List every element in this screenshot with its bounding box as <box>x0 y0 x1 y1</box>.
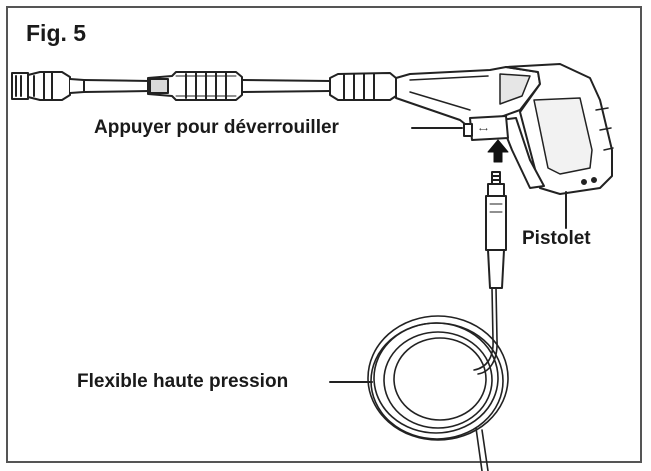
unlock-arrow-icon <box>487 139 509 163</box>
hose-fitting <box>485 171 507 289</box>
callout-unlock: Appuyer pour déverrouiller <box>94 117 339 138</box>
lance-tube-rear <box>241 79 331 93</box>
spray-gun: ⟷ <box>395 63 614 195</box>
gun-trigger <box>499 117 545 189</box>
lance-nozzle <box>11 71 85 101</box>
lance-rear-collar <box>329 72 397 101</box>
spray-lance <box>11 71 397 101</box>
unlock-latch: ⟷ <box>463 115 509 141</box>
lance-coupling <box>147 71 243 101</box>
callout-gun: Pistolet <box>522 228 591 249</box>
figure-title: Fig. 5 <box>26 20 87 46</box>
callout-hose: Flexible haute pression <box>77 371 289 392</box>
svg-text:⟷: ⟷ <box>479 126 488 133</box>
lance-tube-front <box>83 79 151 93</box>
hose-coil <box>367 287 509 471</box>
